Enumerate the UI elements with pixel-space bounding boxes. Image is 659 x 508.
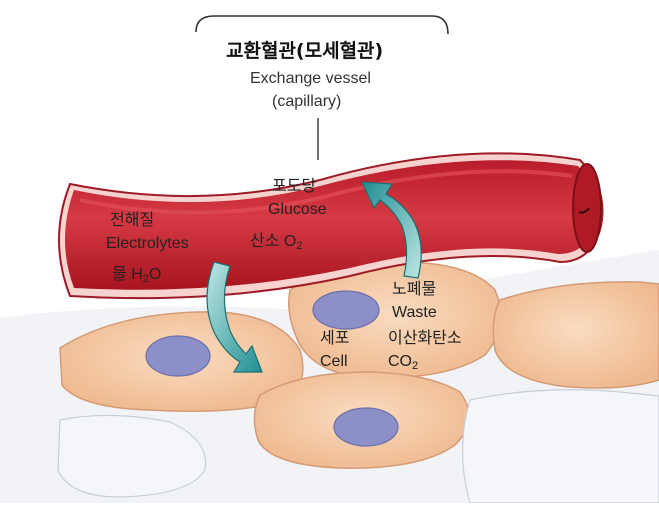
electrolytes-korean: 전해질 — [110, 212, 154, 228]
nucleus-bottom — [334, 408, 398, 446]
co2-korean: 이산화탄소 — [388, 330, 462, 346]
oxygen-formula: O2 — [284, 233, 303, 250]
cell-english: Cell — [320, 354, 348, 370]
title-english-line2: (capillary) — [272, 94, 341, 110]
cell-korean: 세포 — [320, 330, 349, 346]
waste-english: Waste — [392, 305, 437, 321]
glucose-korean: 포도당 — [272, 178, 316, 194]
title-english-line1: Exchange vessel — [250, 71, 371, 87]
co2-formula: CO2 — [388, 354, 418, 370]
electrolytes-english: Electrolytes — [106, 236, 189, 252]
oxygen-label: 산소 O2 — [250, 233, 302, 250]
waste-korean: 노폐물 — [392, 281, 436, 297]
nucleus-left — [146, 336, 210, 376]
cell-right — [493, 282, 659, 388]
cell-outline-right — [463, 390, 659, 503]
vessel-opening — [573, 164, 601, 252]
water-korean: 물 — [112, 264, 127, 283]
oxygen-korean: 산소 — [250, 231, 279, 250]
water-formula: H2O — [131, 266, 161, 283]
glucose-english: Glucose — [268, 202, 327, 218]
top-bracket — [196, 16, 448, 34]
nucleus-center — [313, 291, 379, 329]
title-korean: 교환혈관(모세혈관) — [226, 42, 383, 61]
water-label: 물 H2O — [112, 266, 161, 283]
